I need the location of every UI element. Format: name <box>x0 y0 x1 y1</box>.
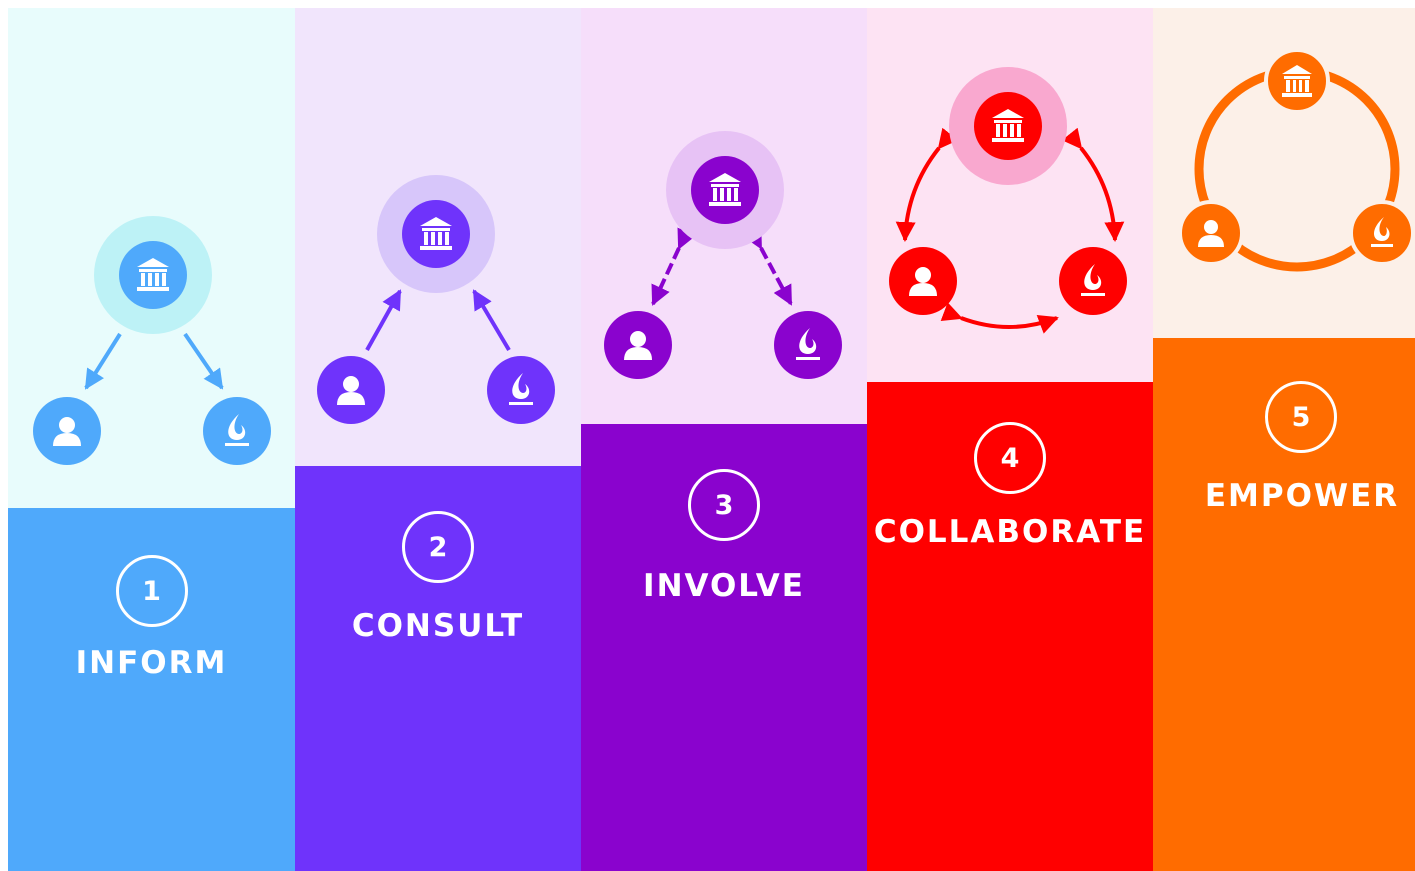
two-way-arrow-public <box>651 227 696 306</box>
stage-inform: 1 INFORM <box>8 8 295 871</box>
empower-diagram <box>1178 48 1415 272</box>
consult-diagram <box>317 175 555 424</box>
collaborate-diagram <box>889 67 1127 334</box>
institution-icon <box>974 92 1042 160</box>
flame-icon <box>1349 200 1415 266</box>
two-way-arrow-left <box>895 127 959 242</box>
institution-icon <box>402 200 470 268</box>
institution-icon <box>1264 48 1330 114</box>
step-number-5: 5 <box>1265 381 1337 453</box>
flame-icon <box>774 311 842 379</box>
step-label-consult: CONSULT <box>351 608 525 644</box>
two-way-arrow-bottom <box>940 302 1059 334</box>
involve-diagram <box>604 131 842 379</box>
step-number-2: 2 <box>402 511 474 583</box>
step-number-4: 4 <box>974 422 1046 494</box>
flame-icon <box>487 356 555 424</box>
two-way-arrow-stakeholders <box>743 227 793 306</box>
arrow-to-stakeholders <box>183 332 224 390</box>
stage-empower: 5 EMPOWER <box>1153 8 1415 871</box>
step-number-1: 1 <box>115 555 188 627</box>
institution-icon <box>691 156 759 224</box>
arrow-to-public <box>84 332 122 390</box>
flame-icon <box>203 397 271 465</box>
institution-icon <box>119 241 187 309</box>
step-label-inform: INFORM <box>75 645 228 681</box>
arrow-from-stakeholders <box>472 289 511 352</box>
inform-diagram <box>33 216 271 465</box>
arrow-from-public <box>365 289 402 351</box>
stage-collaborate: 4 COLLABORATE <box>867 8 1153 871</box>
step-number-3: 3 <box>688 469 760 541</box>
flame-icon <box>1059 247 1127 315</box>
step-label-empower: EMPOWER <box>1204 478 1400 514</box>
step-label-involve: INVOLVE <box>643 568 805 604</box>
stage-consult: 2 CONSULT <box>295 8 581 871</box>
two-way-arrow-right <box>1061 127 1125 242</box>
step-label-collaborate: COLLABORATE <box>873 514 1147 550</box>
stage-involve: 3 INVOLVE <box>581 8 867 871</box>
